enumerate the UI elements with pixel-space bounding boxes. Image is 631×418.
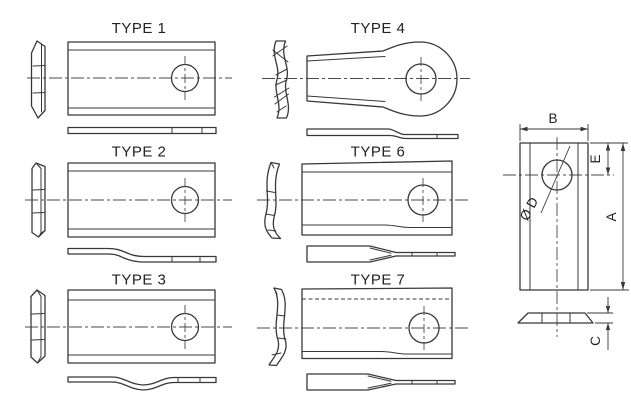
type-3-edge-view <box>67 376 217 391</box>
arrowhead <box>605 167 611 175</box>
dimension-A-label: A <box>604 212 619 221</box>
type-1-side-profile <box>30 40 46 119</box>
type-6-edge-view <box>306 245 456 263</box>
type-2-panel: TYPE 2 <box>25 144 232 263</box>
arrowhead <box>580 126 588 132</box>
dimension-D: Ø D <box>517 145 571 223</box>
type-3-front-view <box>67 289 216 364</box>
type-2-title: TYPE 2 <box>112 144 167 161</box>
type-4-edge-view <box>306 128 459 140</box>
type-1-edge-view <box>67 126 217 135</box>
type-7-edge-view <box>306 373 456 391</box>
type-7-side-profile <box>268 287 287 367</box>
arrowhead <box>620 282 626 290</box>
dimension-B: B <box>519 111 589 141</box>
type-4-front-view <box>306 41 458 117</box>
type-1-front-view <box>67 41 216 116</box>
dimension-C-label: C <box>588 336 603 346</box>
type-4-panel: TYPE 4 <box>262 20 470 140</box>
type-2-side-profile <box>31 162 46 238</box>
type-7-front-view <box>301 287 453 360</box>
arrowhead <box>605 323 611 330</box>
arrowhead <box>605 306 611 313</box>
type-4-side-profile <box>272 40 290 119</box>
type-3-panel: TYPE 3 <box>25 272 232 391</box>
detail-front-view <box>519 142 589 291</box>
hole-leader-line <box>540 145 571 214</box>
type-2-front-view <box>67 162 216 238</box>
dimension-detail-panel: B E A Ø D C <box>503 111 629 350</box>
type-1-panel: TYPE 1 <box>27 20 232 135</box>
type-2-edge-view <box>67 247 217 263</box>
type-3-title: TYPE 3 <box>112 272 167 289</box>
dimension-B-label: B <box>548 111 557 126</box>
arrowhead <box>605 143 611 151</box>
type-6-title: TYPE 6 <box>351 144 406 161</box>
type-3-side-profile <box>30 289 46 364</box>
dimension-A: A <box>590 143 629 291</box>
detail-edge-view <box>517 312 594 324</box>
type-4-title: TYPE 4 <box>351 20 406 37</box>
dimension-E-label: E <box>588 154 603 163</box>
dimension-E: E <box>588 142 628 175</box>
arrowhead <box>520 126 528 132</box>
dimension-C: C <box>587 297 613 350</box>
type-7-panel: TYPE 7 <box>257 272 470 391</box>
type-6-panel: TYPE 6 <box>257 144 470 263</box>
type-6-front-view <box>301 160 453 236</box>
type-1-title: TYPE 1 <box>112 20 167 37</box>
arrowhead <box>620 143 626 151</box>
type-7-title: TYPE 7 <box>351 272 406 289</box>
detail-hole <box>541 159 573 191</box>
type-6-side-profile <box>264 161 282 240</box>
